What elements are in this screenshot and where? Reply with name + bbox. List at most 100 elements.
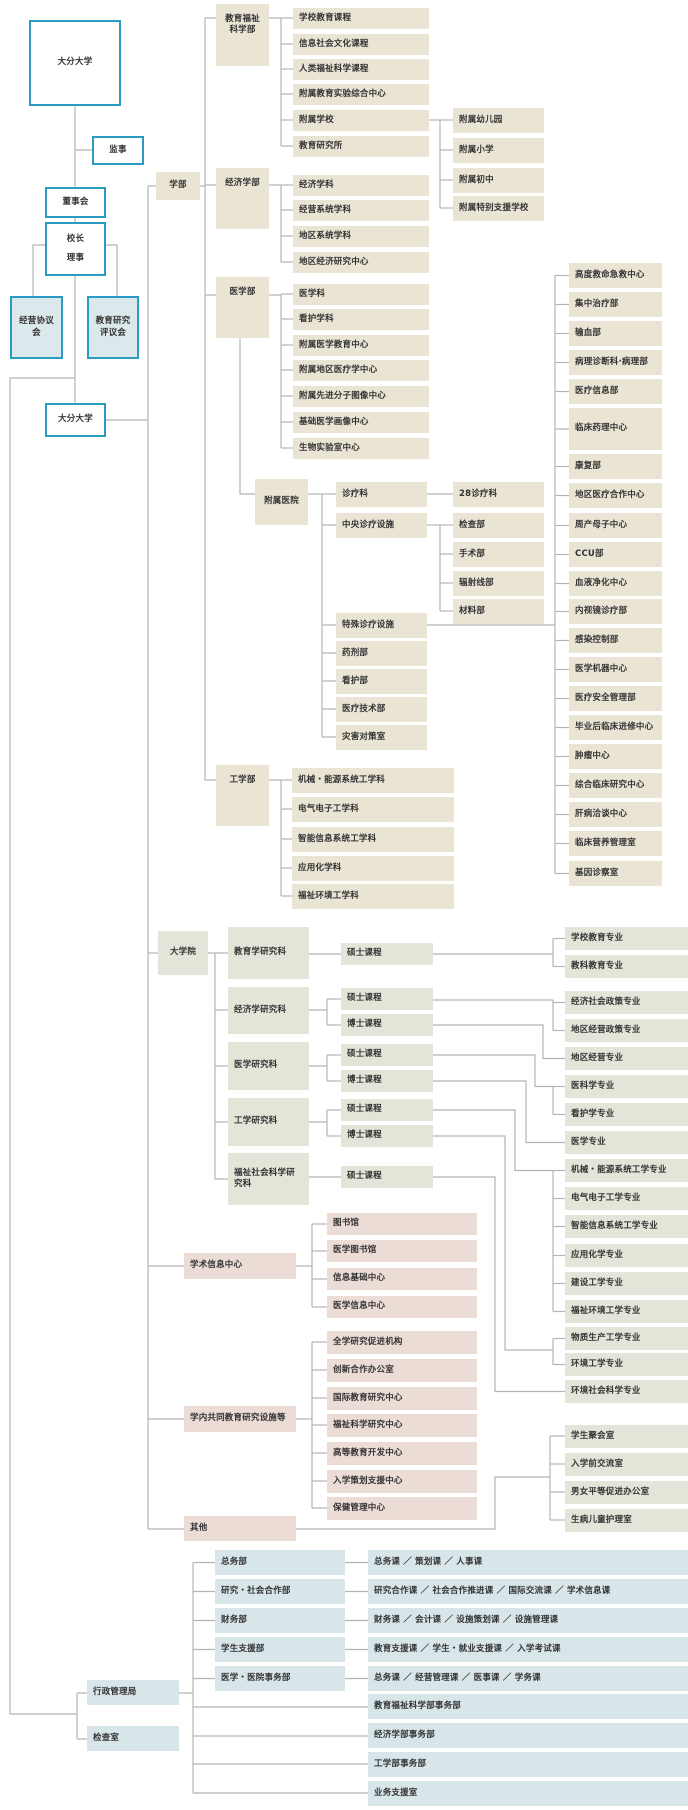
special-facility-box: 临床药理中心: [569, 408, 662, 450]
box-label: 工学研究科: [234, 1116, 278, 1127]
special-facility-box: 输血部: [569, 321, 662, 346]
box-label: CCU部: [575, 548, 604, 559]
box-label: 地区经营专业: [571, 1052, 624, 1063]
inspection-office-box: 检查室: [87, 1726, 179, 1751]
box-label: 诊疗科: [342, 488, 369, 499]
department-box: 地区经济研究中心: [293, 252, 429, 273]
box-label: 人类福祉科学课程: [299, 63, 369, 74]
box-label: 高等教育开发中心: [333, 1447, 403, 1458]
box-label: 硕士课程: [347, 1171, 382, 1182]
box-label: 肝病洽谈中心: [575, 808, 628, 819]
connector-line: [296, 1476, 550, 1530]
admin-office-box: 业务支援室: [368, 1781, 688, 1806]
other-unit-box: 生病儿童护理室: [565, 1509, 688, 1532]
department-box: 附属先进分子图像中心: [293, 386, 429, 407]
box-label: 机械・能源系统工学科: [298, 774, 386, 785]
box-label: 经营系统学科: [299, 204, 352, 215]
box-label: 教育福祉科学部: [225, 14, 260, 36]
box-label: 工学部: [229, 775, 256, 785]
box-label: 财务课 ／ 会计课 ／ 设施策划课 ／ 设施管理课: [374, 1614, 559, 1625]
course-box: 硕士课程: [341, 943, 433, 965]
special-facility-box: 血液净化中心: [569, 571, 662, 596]
box-label: 大学院: [169, 947, 197, 958]
box-label: 行政管理局: [93, 1686, 137, 1697]
management-council-box: 经营协议会: [10, 296, 63, 359]
box-label: 智能信息系统工学专业: [571, 1220, 659, 1231]
box-label: 28诊疗科: [459, 488, 498, 499]
box-label: 内视镜诊疗部: [575, 605, 628, 616]
box-label: 入学策划支援中心: [333, 1475, 403, 1486]
box-label: 建设工学专业: [571, 1277, 624, 1288]
special-facility-box: CCU部: [569, 542, 662, 567]
graduate-school-box: 教育学研究科: [228, 927, 309, 979]
box-label: 基因诊察室: [575, 867, 619, 878]
special-facility-box: 康复部: [569, 454, 662, 479]
major-box: 环境工学专业: [565, 1353, 688, 1376]
special-facility-box: 医疗安全管理部: [569, 686, 662, 711]
major-box: 学校教育专业: [565, 927, 688, 950]
box-label: 工学部事务部: [374, 1758, 427, 1769]
department-box: 智能信息系统工学科: [292, 827, 454, 852]
box-label: 理事: [66, 253, 85, 263]
box-label: 环境社会科学专业: [571, 1385, 641, 1396]
box-label: 男女平等促进办公室: [571, 1486, 650, 1497]
hospital-unit-box: 药剂部: [336, 641, 427, 666]
box-label: 教育研究评议会: [95, 316, 131, 338]
admin-sections-box: 财务课 ／ 会计课 ／ 设施策划课 ／ 设施管理课: [368, 1608, 688, 1633]
admin-sections-box: 研究合作课 ／ 社会合作推进课 ／ 国际交流课 ／ 学术信息课: [368, 1579, 688, 1604]
joint-facility-box: 保健管理中心: [327, 1497, 477, 1520]
box-label: 看护学专业: [571, 1108, 615, 1119]
other-unit-box: 入学前交流室: [565, 1453, 688, 1476]
special-facility-box: 临床营养管理室: [569, 831, 662, 856]
box-label: 福祉科学研究中心: [333, 1419, 403, 1430]
box-label: 医疗信息部: [575, 385, 619, 396]
box-label: 医学图书馆: [333, 1245, 377, 1256]
box-label: 总务部: [221, 1556, 248, 1567]
box-label: 博士课程: [347, 1019, 382, 1030]
admin-office-box: 教育福祉科学部事务部: [368, 1694, 688, 1719]
special-facility-box: 肿瘤中心: [569, 744, 662, 769]
box-label: 硕士课程: [347, 948, 382, 959]
special-facility-box: 肝病洽谈中心: [569, 802, 662, 827]
box-label: 生物实验室中心: [299, 442, 360, 453]
auditor-box: 监事: [92, 136, 144, 165]
box-label: 研究合作课 ／ 社会合作推进课 ／ 国际交流课 ／ 学术信息课: [374, 1585, 611, 1596]
box-label: 教育研究所: [299, 140, 343, 151]
department-box: 基础医学画像中心: [293, 412, 429, 433]
hospital-subunit-box: 辐射线部: [453, 571, 544, 596]
box-label: 应用化学专业: [571, 1249, 624, 1260]
box-label: 教科教育专业: [571, 960, 624, 971]
connector-line: [433, 1080, 565, 1144]
course-box: 博士课程: [341, 1014, 433, 1036]
course-box: 硕士课程: [341, 1099, 433, 1121]
info-center-box: 学术信息中心: [184, 1253, 296, 1279]
connector-line: [433, 1176, 565, 1393]
box-label: 地区经营政策专业: [571, 1024, 641, 1035]
attached-school-box: 附属初中: [453, 168, 544, 193]
joint-facilities-box: 学内共同教育研究设施等: [184, 1406, 296, 1432]
box-label: 学生聚会室: [571, 1430, 615, 1441]
admin-sections-box: 总务课 ／ 策划课 ／ 人事课: [368, 1550, 688, 1575]
other-unit-box: 学生聚会室: [565, 1425, 688, 1448]
box-label: 国际教育研究中心: [333, 1392, 403, 1403]
box-label: 康复部: [575, 460, 602, 471]
connector-line: [106, 244, 118, 296]
department-box: 经营系统学科: [293, 200, 429, 221]
box-label: 物质生产工学专业: [571, 1332, 641, 1343]
graduate-school-box: 福祉社会科学研究科: [228, 1153, 309, 1205]
box-label: 董事会: [62, 196, 89, 207]
box-label: 医学专业: [571, 1136, 606, 1147]
course-box: 信息社会文化课程: [293, 34, 429, 55]
admin-office-box: 工学部事务部: [368, 1752, 688, 1777]
special-facility-box: 病理诊断科·病理部: [569, 350, 662, 375]
special-facility-box: 毕业后临床进修中心: [569, 715, 662, 740]
major-box: 机械・能源系统工学专业: [565, 1159, 688, 1182]
box-label: 博士课程: [347, 1130, 382, 1141]
box-label: 附属教育实验综合中心: [299, 88, 387, 99]
special-facility-box: 医疗信息部: [569, 379, 662, 404]
graduate-school-box: 工学研究科: [228, 1098, 309, 1146]
faculty-box: 工学部: [216, 765, 269, 826]
box-label: 智能信息系统工学科: [298, 833, 377, 844]
graduate-school-box: 医学研究科: [228, 1042, 309, 1090]
attached-school-box: 附属小学: [453, 138, 544, 163]
